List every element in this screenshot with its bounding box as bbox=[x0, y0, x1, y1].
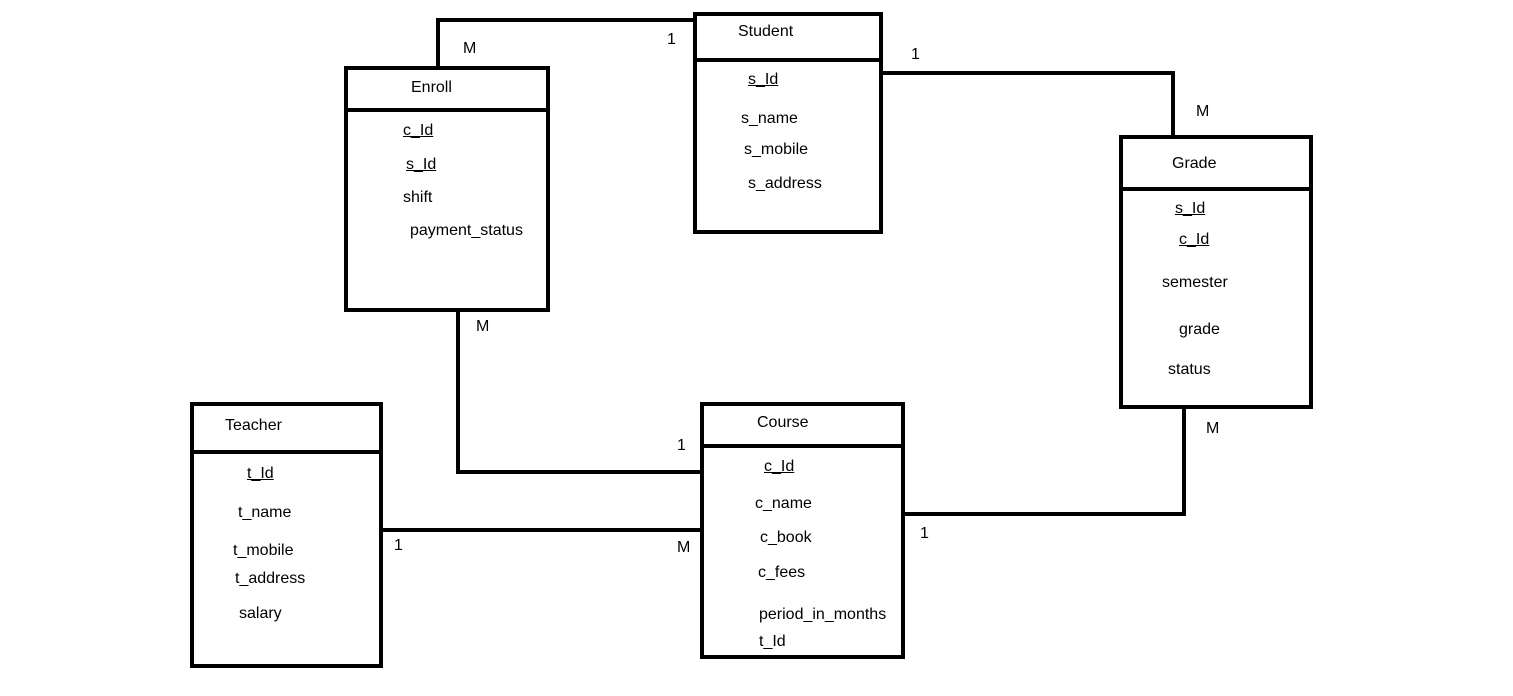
entity-grade[interactable]: Grade s_Id c_Id semester grade status bbox=[1119, 135, 1313, 409]
enroll-attr-c-id: c_Id bbox=[403, 122, 434, 139]
grade-attr-s-id: s_Id bbox=[1175, 200, 1206, 217]
entity-teacher-header: Teacher bbox=[194, 406, 379, 454]
enroll-attr-s-id: s_Id bbox=[406, 156, 437, 173]
line-teacher-course-horizontal bbox=[380, 528, 704, 532]
teacher-attr-t-address: t_address bbox=[235, 570, 306, 587]
course-attr-c-fees: c_fees bbox=[758, 564, 806, 581]
course-attr-t-id: t_Id bbox=[759, 633, 786, 650]
entity-student-title: Student bbox=[738, 23, 794, 40]
line-enroll-student-vertical bbox=[436, 18, 440, 70]
enroll-attr-payment-status: payment_status bbox=[410, 222, 523, 239]
student-attr-s-mobile: s_mobile bbox=[744, 141, 809, 158]
entity-student[interactable]: Student s_Id s_name s_mobile s_address bbox=[693, 12, 883, 234]
entity-course-title: Course bbox=[757, 414, 809, 431]
teacher-attr-t-mobile: t_mobile bbox=[233, 542, 294, 559]
card-course-grade-course: 1 bbox=[920, 525, 929, 542]
enroll-attr-shift: shift bbox=[403, 189, 433, 206]
grade-attr-status: status bbox=[1168, 361, 1211, 378]
entity-course-header: Course bbox=[704, 406, 901, 448]
entity-course[interactable]: Course c_Id c_name c_book c_fees period_… bbox=[700, 402, 905, 659]
line-student-grade-horizontal bbox=[880, 71, 1175, 75]
course-attr-c-book: c_book bbox=[760, 529, 812, 546]
line-student-grade-vertical bbox=[1171, 71, 1175, 139]
course-attr-c-name: c_name bbox=[755, 495, 812, 512]
entity-enroll-title: Enroll bbox=[411, 79, 452, 96]
line-enroll-student-horizontal bbox=[436, 18, 698, 22]
line-course-grade-vertical bbox=[1182, 404, 1186, 516]
card-student-grade-student: 1 bbox=[911, 46, 920, 63]
line-enroll-course-vertical bbox=[456, 306, 460, 474]
entity-student-header: Student bbox=[697, 16, 879, 62]
entity-grade-title: Grade bbox=[1172, 155, 1217, 172]
course-attr-period-in-months: period_in_months bbox=[759, 606, 887, 623]
teacher-attr-salary: salary bbox=[239, 605, 282, 622]
card-teacher-course-course: M bbox=[677, 539, 691, 556]
student-attr-s-name: s_name bbox=[741, 110, 798, 127]
grade-attr-semester: semester bbox=[1162, 274, 1228, 291]
teacher-attr-t-name: t_name bbox=[238, 504, 292, 521]
card-student-grade-grade: M bbox=[1196, 103, 1210, 120]
entity-enroll[interactable]: Enroll c_Id s_Id shift payment_status bbox=[344, 66, 550, 312]
teacher-attr-t-id: t_Id bbox=[247, 465, 274, 482]
card-enroll-course-course: 1 bbox=[677, 437, 686, 454]
card-enroll-student-student: 1 bbox=[667, 31, 676, 48]
card-teacher-course-teacher: 1 bbox=[394, 537, 403, 554]
student-attr-s-id: s_Id bbox=[748, 71, 779, 88]
card-course-grade-grade: M bbox=[1206, 420, 1220, 437]
entity-teacher-title: Teacher bbox=[225, 417, 282, 434]
entity-grade-header: Grade bbox=[1123, 139, 1309, 191]
grade-attr-grade: grade bbox=[1179, 321, 1220, 338]
course-attr-c-id: c_Id bbox=[764, 458, 795, 475]
line-course-grade-horizontal bbox=[902, 512, 1186, 516]
card-enroll-course-enroll: M bbox=[476, 318, 490, 335]
card-enroll-student-enroll: M bbox=[463, 40, 477, 57]
entity-enroll-header: Enroll bbox=[348, 70, 546, 112]
grade-attr-c-id: c_Id bbox=[1179, 231, 1210, 248]
entity-teacher[interactable]: Teacher t_Id t_name t_mobile t_address s… bbox=[190, 402, 383, 668]
line-enroll-course-horizontal bbox=[456, 470, 704, 474]
student-attr-s-address: s_address bbox=[748, 175, 822, 192]
